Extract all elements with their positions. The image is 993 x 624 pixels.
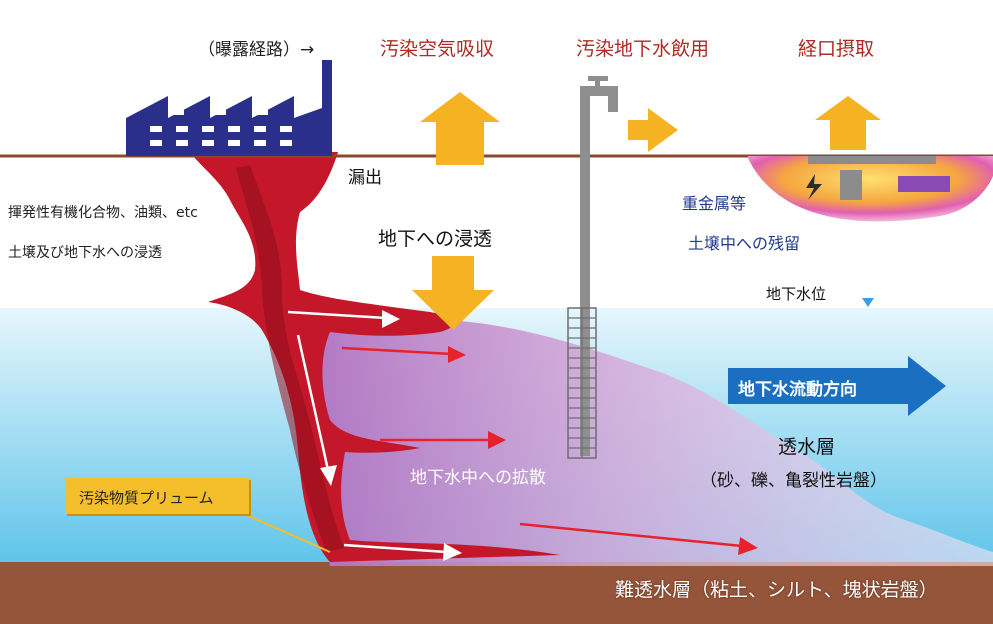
faucet-icon: [580, 76, 618, 112]
plume-flow-arrows: [287, 310, 462, 561]
aquifer-detail-label: （砂、礫、亀裂性岩盤）: [700, 471, 887, 491]
flow-direction-label: 地下水流動方向: [738, 380, 857, 400]
heavy-metals-label: 重金属等: [682, 194, 747, 213]
plume-label: 汚染物質プリューム: [79, 489, 214, 507]
drinking-water-arrow: [628, 108, 678, 152]
aquiclude-label: 難透水層（粘土、シルト、塊状岩盤）: [615, 579, 938, 601]
plume-label-box: 汚染物質プリューム: [65, 478, 249, 514]
aquiclude-layer: [0, 562, 993, 624]
infiltration-arrow: [412, 256, 494, 330]
heavy-metal-zone: [748, 156, 993, 222]
diffusion-label: 地下水中への拡散: [410, 468, 546, 488]
voc-label: 揮発性有機化合物、油類、etc: [8, 205, 198, 221]
contaminant-plume-core: [236, 165, 344, 552]
water-table-marker: [862, 298, 874, 307]
well-pipe: [567, 96, 597, 459]
air-uptake-label: 汚染空気吸収: [380, 38, 495, 60]
factory-icon: [126, 60, 332, 156]
oral-intake-label: 経口摂取: [798, 38, 875, 60]
water-table-label: 地下水位: [766, 285, 827, 303]
soil-residue-label: 土壌中への残留: [688, 234, 801, 253]
groundwater-drinking-label: 汚染地下水飲用: [576, 38, 710, 60]
air-uptake-arrow: [420, 92, 500, 165]
leak-label: 漏出: [348, 168, 382, 188]
contaminant-plume: [190, 152, 560, 562]
diffusion-plume: [300, 317, 993, 566]
groundwater-infiltration-label: 地下への浸透: [378, 228, 493, 250]
oral-intake-arrow: [815, 96, 881, 150]
soil-groundwater-infiltration-label: 土壌及び地下水への浸透: [8, 245, 162, 261]
plume-leader-line: [239, 511, 331, 553]
aquifer-label: 透水層: [778, 436, 836, 458]
groundwater-flow-arrow: [728, 356, 946, 416]
exposure-route-label: （曝露経路）→: [198, 40, 315, 60]
diffusion-arrows: [341, 346, 758, 555]
